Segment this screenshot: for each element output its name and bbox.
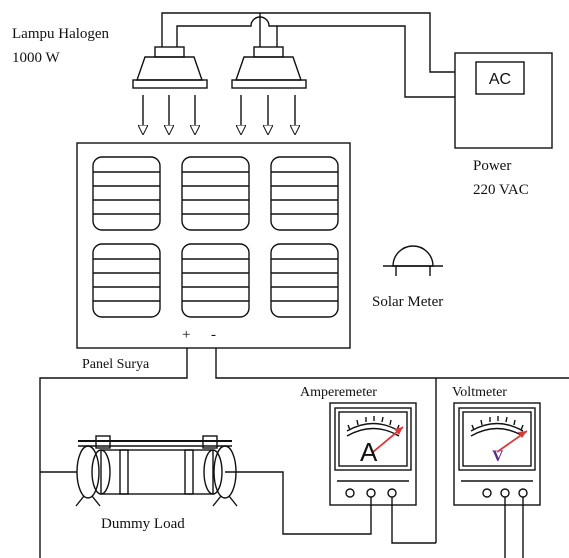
ammeter-letter: A	[360, 437, 378, 467]
power-label-line2: 220 VAC	[473, 182, 529, 198]
panel-minus-terminal: -	[211, 327, 216, 343]
halogen-lamp-left	[132, 46, 208, 89]
voltmeter-label: Voltmeter	[452, 385, 507, 400]
panel-label: Panel Surya	[82, 357, 150, 372]
ac-power-box: AC	[454, 52, 553, 149]
lamp-wiring	[161, 12, 455, 98]
power-label-line1: Power	[473, 158, 511, 174]
solar-cells	[92, 156, 339, 318]
amperemeter: A	[329, 402, 417, 506]
lamp-label-line2: 1000 W	[12, 50, 60, 66]
halogen-lamp-right	[231, 46, 307, 89]
solar-meter-label: Solar Meter	[372, 294, 443, 310]
panel-plus-terminal: +	[182, 327, 190, 343]
circuit-wiring	[39, 348, 569, 558]
solar-panel	[76, 142, 351, 349]
voltmeter: V	[453, 402, 541, 506]
ac-label: AC	[489, 71, 511, 88]
solar-meter	[383, 245, 443, 276]
dummy-load	[40, 435, 238, 507]
lamp-label-line1: Lampu Halogen	[12, 26, 110, 42]
dummy-load-label: Dummy Load	[101, 516, 185, 532]
amperemeter-label: Amperemeter	[300, 385, 377, 400]
voltmeter-letter: V	[492, 448, 504, 465]
light-arrows	[143, 95, 295, 130]
